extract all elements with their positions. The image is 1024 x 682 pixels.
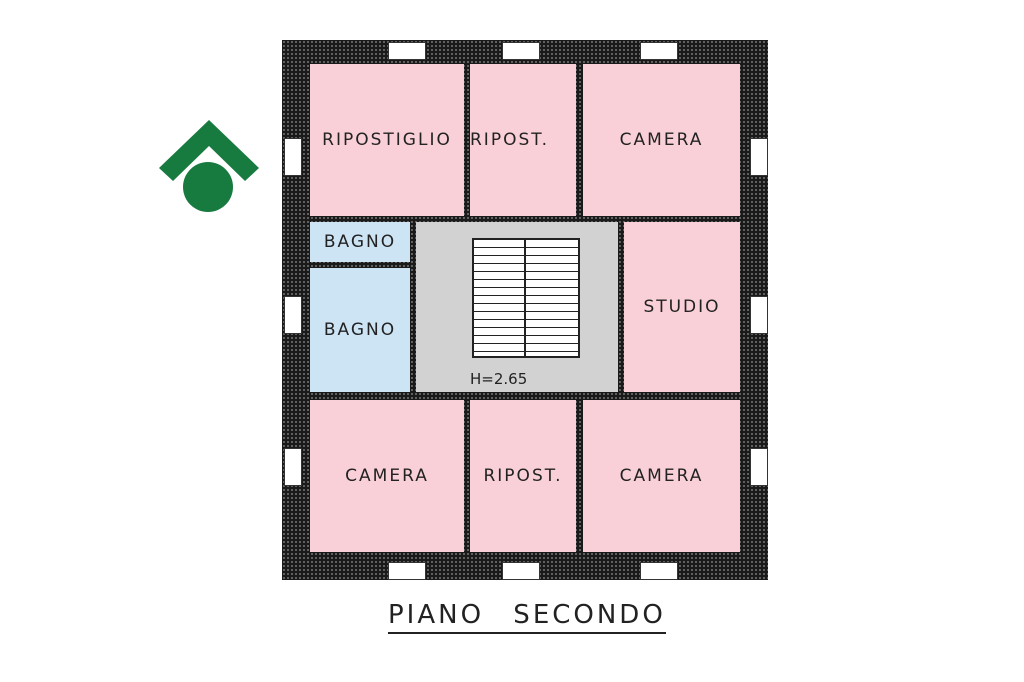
plan-title: PIANO SECONDO bbox=[388, 600, 666, 634]
window bbox=[284, 138, 302, 176]
window bbox=[284, 296, 302, 334]
window bbox=[388, 42, 426, 60]
room-bagno: BAGNO bbox=[310, 268, 410, 392]
room-camera-top: CAMERA bbox=[583, 64, 740, 216]
ceiling-height-label: H=2.65 bbox=[470, 370, 528, 388]
window bbox=[284, 448, 302, 486]
room-camera-bottom-right: CAMERA bbox=[583, 400, 740, 552]
window bbox=[502, 42, 540, 60]
logo bbox=[158, 118, 260, 214]
window bbox=[750, 448, 768, 486]
window bbox=[750, 138, 768, 176]
window bbox=[640, 562, 678, 580]
room-studio: STUDIO bbox=[624, 222, 740, 392]
room-ripost-top: RIPOST. bbox=[470, 64, 576, 216]
house-logo-icon bbox=[159, 120, 259, 212]
window bbox=[502, 562, 540, 580]
room-camera-bottom-left: CAMERA bbox=[310, 400, 464, 552]
staircase bbox=[472, 238, 580, 358]
window bbox=[640, 42, 678, 60]
room-ripostiglio: RIPOSTIGLIO bbox=[310, 64, 464, 216]
room-ripost-bottom: RIPOST. bbox=[470, 400, 576, 552]
room-bagno-small: BAGNO bbox=[310, 222, 410, 262]
window bbox=[388, 562, 426, 580]
window bbox=[750, 296, 768, 334]
